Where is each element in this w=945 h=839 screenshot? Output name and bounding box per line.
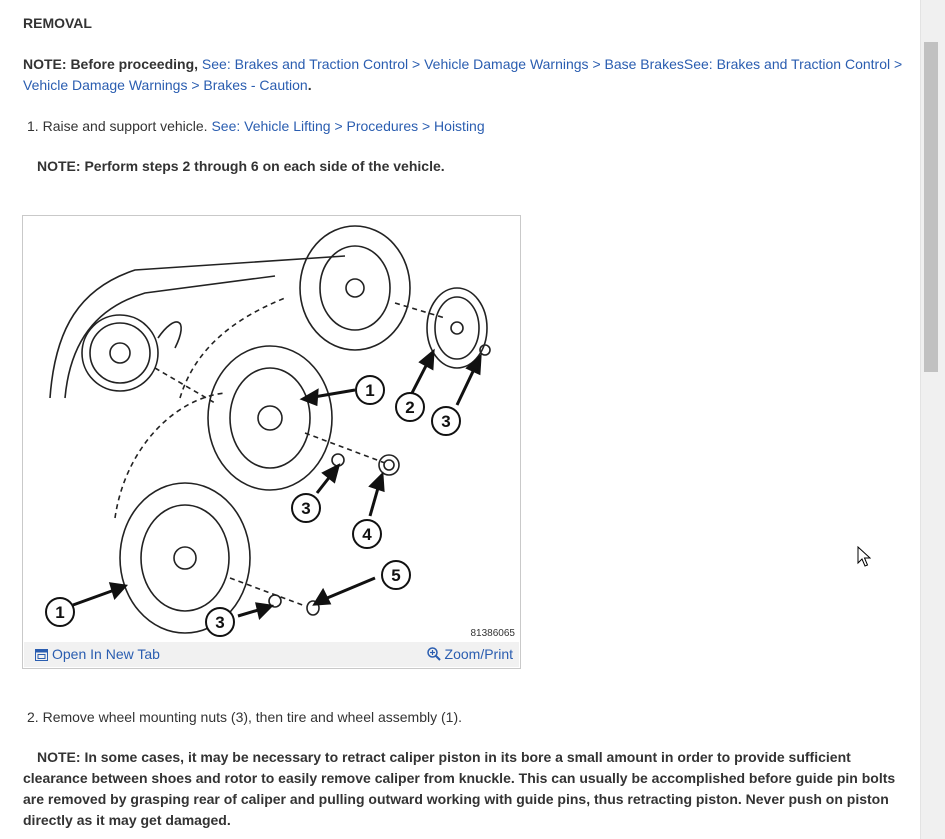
magnifier-zoom-icon bbox=[426, 647, 441, 661]
note-perform-steps: NOTE: Perform steps 2 through 6 on each … bbox=[37, 158, 445, 174]
note-before-proceeding: NOTE: Before proceeding, See: Brakes and… bbox=[23, 54, 903, 96]
section-title: REMOVAL bbox=[23, 15, 92, 31]
wheel-removal-figure: 1 2 3 3 4 1 5 3 81386065 Open In New Tab bbox=[22, 215, 521, 669]
open-in-new-tab-button[interactable]: Open In New Tab bbox=[35, 646, 160, 662]
mouse-pointer-icon bbox=[857, 546, 871, 567]
callout-3-middle: 3 bbox=[301, 499, 310, 518]
zoom-print-label: Zoom/Print bbox=[444, 646, 513, 662]
step-text: Raise and support vehicle. bbox=[42, 118, 208, 134]
callout-2: 2 bbox=[405, 398, 414, 417]
zoom-print-button[interactable]: Zoom/Print bbox=[426, 646, 513, 662]
note-prefix: NOTE: Before proceeding, bbox=[23, 56, 199, 72]
scrollbar-thumb[interactable] bbox=[924, 42, 938, 372]
step-text: Remove wheel mounting nuts (3), then tir… bbox=[42, 709, 463, 725]
link-vehicle-hoisting[interactable]: See: Vehicle Lifting > Procedures > Hois… bbox=[211, 118, 485, 134]
callout-1-bottom: 1 bbox=[55, 603, 64, 622]
link-brakes-caution[interactable]: See: Brakes and Traction Control > Vehic… bbox=[23, 56, 903, 93]
open-in-new-tab-label: Open In New Tab bbox=[52, 646, 160, 662]
step-2: 2. Remove wheel mounting nuts (3), then … bbox=[27, 707, 462, 728]
step-1: 1. Raise and support vehicle. See: Vehic… bbox=[27, 116, 485, 137]
vertical-scrollbar[interactable] bbox=[920, 0, 945, 839]
link-base-brakes-warning[interactable]: See: Brakes and Traction Control > Vehic… bbox=[201, 56, 684, 72]
figure-image-id: 81386065 bbox=[471, 628, 516, 639]
callout-3-top: 3 bbox=[441, 412, 450, 431]
figure-toolbar: Open In New Tab Zoom/Print bbox=[24, 642, 519, 667]
wheel-assembly-illustration: 1 2 3 3 4 1 5 3 81386065 bbox=[45, 225, 516, 639]
callout-1-top: 1 bbox=[365, 381, 374, 400]
callout-5: 5 bbox=[391, 566, 400, 585]
step-number: 1. bbox=[27, 118, 39, 134]
callout-3-bottom: 3 bbox=[215, 613, 224, 632]
callout-4: 4 bbox=[362, 525, 372, 544]
step-number: 2. bbox=[27, 709, 39, 725]
document-content: REMOVAL NOTE: Before proceeding, See: Br… bbox=[22, 15, 903, 828]
note-retract-caliper: NOTE: In some cases, it may be necessary… bbox=[23, 749, 896, 828]
note-suffix: . bbox=[307, 77, 312, 93]
open-in-new-tab-icon bbox=[35, 649, 48, 661]
